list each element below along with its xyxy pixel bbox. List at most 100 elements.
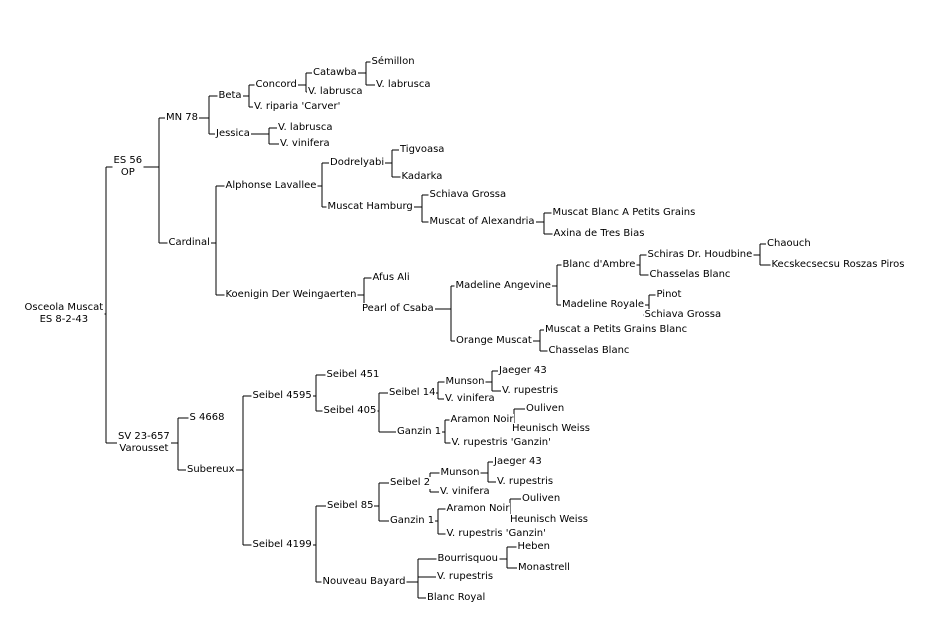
pedigree-node-semillon: Sémillon (370, 56, 416, 68)
node-label: Madeline Royale (562, 299, 645, 310)
pedigree-node-pinot: Pinot (655, 289, 683, 301)
pedigree-node-seibel4199: Seibel 4199 (251, 539, 313, 551)
node-label: V. vinifera (445, 393, 495, 404)
node-label: V. rupestris (502, 385, 559, 396)
node-label: Blanc d'Ambre (562, 259, 636, 270)
pedigree-node-seibel2: Seibel 2 (389, 477, 432, 489)
node-label: Heunisch Weiss (512, 423, 591, 434)
pedigree-node-vvin3: V. vinifera (439, 486, 491, 498)
node-label: Axina de Tres Bias (553, 228, 645, 239)
node-label: Concord (255, 79, 297, 90)
node-label: V. rupestris (497, 476, 554, 487)
node-label: Ganzin 1 (390, 515, 435, 526)
node-label: Heunisch Weiss (510, 514, 589, 525)
pedigree-node-jessica: Jessica (215, 128, 251, 140)
pedigree-node-ouliven2: Ouliven (521, 493, 562, 505)
node-label: Koenigin Der Weingaerten (225, 289, 357, 300)
pedigree-node-beta: Beta (217, 90, 243, 102)
pedigree-node-ganzin2: Ganzin 1 (389, 515, 436, 527)
pedigree-node-catawba: Catawba (312, 67, 358, 79)
node-label: Schiava Grossa (429, 189, 507, 200)
node-label: Seibel 405 (323, 405, 377, 416)
node-label: ES 8-2-43 (39, 314, 89, 325)
pedigree-node-aramon1: Aramon Noir (449, 414, 515, 426)
node-label: Munson (445, 376, 485, 387)
pedigree-node-vrupganzin2: V. rupestris 'Ganzin' (445, 528, 547, 540)
pedigree-node-vlab1: V. labrusca (375, 79, 432, 91)
pedigree-node-vrup2: V. rupestris (496, 476, 555, 488)
node-label: Chasselas Blanc (649, 269, 731, 280)
pedigree-node-afusali: Afus Ali (371, 272, 411, 284)
node-label: Dodrelyabi (330, 157, 385, 168)
node-label: V. rupestris (437, 571, 494, 582)
node-label: V. labrusca (278, 122, 333, 133)
node-label: V. rupestris 'Ganzin' (446, 528, 546, 539)
pedigree-node-blancdambre: Blanc d'Ambre (561, 259, 637, 271)
node-label: Sémillon (371, 56, 415, 67)
pedigree-node-vriparia: V. riparia 'Carver' (253, 101, 342, 113)
node-label: Alphonse Lavallee (225, 180, 317, 191)
pedigree-node-schiras: Schiras Dr. Houdbine (646, 249, 754, 261)
node-label: Seibel 14 (389, 387, 436, 398)
pedigree-node-seibel85: Seibel 85 (326, 500, 375, 512)
node-label: Muscat Hamburg (327, 201, 413, 212)
node-label: SV 23-657 (118, 431, 170, 442)
pedigree-node-seibel4595: Seibel 4595 (251, 390, 313, 402)
pedigree-node-vvin1: V. vinifera (279, 138, 331, 150)
node-label: Jessica (216, 128, 250, 139)
node-label: Ganzin 1 (397, 426, 442, 437)
pedigree-node-blancroyal: Blanc Royal (426, 592, 487, 604)
pedigree-node-vrup1: V. rupestris (501, 385, 560, 397)
pedigree-node-vlab3: V. labrusca (277, 122, 334, 134)
node-label: Kadarka (401, 171, 443, 182)
node-label: Osceola Muscat (24, 302, 104, 313)
node-label: V. vinifera (440, 486, 490, 497)
node-label: Seibel 85 (327, 500, 374, 511)
node-label: V. vinifera (280, 138, 330, 149)
pedigree-node-koenigin: Koenigin Der Weingaerten (224, 289, 358, 301)
pedigree-node-bourrisquou: Bourrisquou (436, 553, 499, 565)
pedigree-node-axina: Axina de Tres Bias (552, 228, 646, 240)
pedigree-node-mn78: MN 78 (165, 112, 200, 124)
node-label: Muscat of Alexandria (429, 216, 535, 227)
pedigree-node-jaeger1: Jaeger 43 (498, 365, 548, 377)
node-label: Muscat a Petits Grains Blanc (545, 324, 688, 335)
pedigree-node-alphonse: Alphonse Lavallee (224, 180, 318, 192)
node-label: Schiras Dr. Houdbine (647, 249, 753, 260)
pedigree-node-kecskec: Kecskecsecsu Roszas Piros (770, 259, 906, 271)
node-label: Chasselas Blanc (548, 345, 630, 356)
pedigree-node-chaouch: Chaouch (766, 238, 812, 250)
pedigree-node-mbapg: Muscat Blanc A Petits Grains (551, 207, 697, 219)
pedigree-node-orangemuscat: Orange Muscat (455, 335, 533, 347)
pedigree-node-vvin2: V. vinifera (444, 393, 496, 405)
pedigree-node-concord: Concord (254, 79, 298, 91)
node-label: ES 56 (113, 155, 143, 166)
node-label: Bourrisquou (437, 553, 499, 564)
pedigree-node-vrupganzin1: V. rupestris 'Ganzin' (450, 437, 552, 449)
pedigree-node-seibel405: Seibel 405 (322, 405, 378, 417)
node-label: Jaeger 43 (499, 365, 547, 376)
node-label: Seibel 4199 (252, 539, 312, 550)
pedigree-node-madangevine: Madeline Angevine (454, 280, 552, 292)
node-label: Blanc Royal (427, 592, 486, 603)
node-label: Ouliven (522, 493, 561, 504)
node-label: Munson (440, 467, 480, 478)
node-label: Orange Muscat (456, 335, 532, 346)
node-label: Heben (517, 541, 551, 552)
pedigree-node-monastrell: Monastrell (517, 562, 571, 574)
node-label: Cardinal (168, 237, 210, 248)
node-label: Beta (218, 90, 242, 101)
node-label: Chaouch (767, 238, 811, 249)
pedigree-node-seibel451: Seibel 451 (325, 369, 381, 381)
pedigree-node-chasselas2: Chasselas Blanc (547, 345, 631, 357)
pedigree-node-muscatalex: Muscat of Alexandria (428, 216, 536, 228)
node-label: V. labrusca (308, 86, 363, 97)
node-label: Kecskecsecsu Roszas Piros (771, 259, 905, 270)
node-label: Madeline Angevine (455, 280, 551, 291)
node-label: V. riparia 'Carver' (254, 101, 341, 112)
